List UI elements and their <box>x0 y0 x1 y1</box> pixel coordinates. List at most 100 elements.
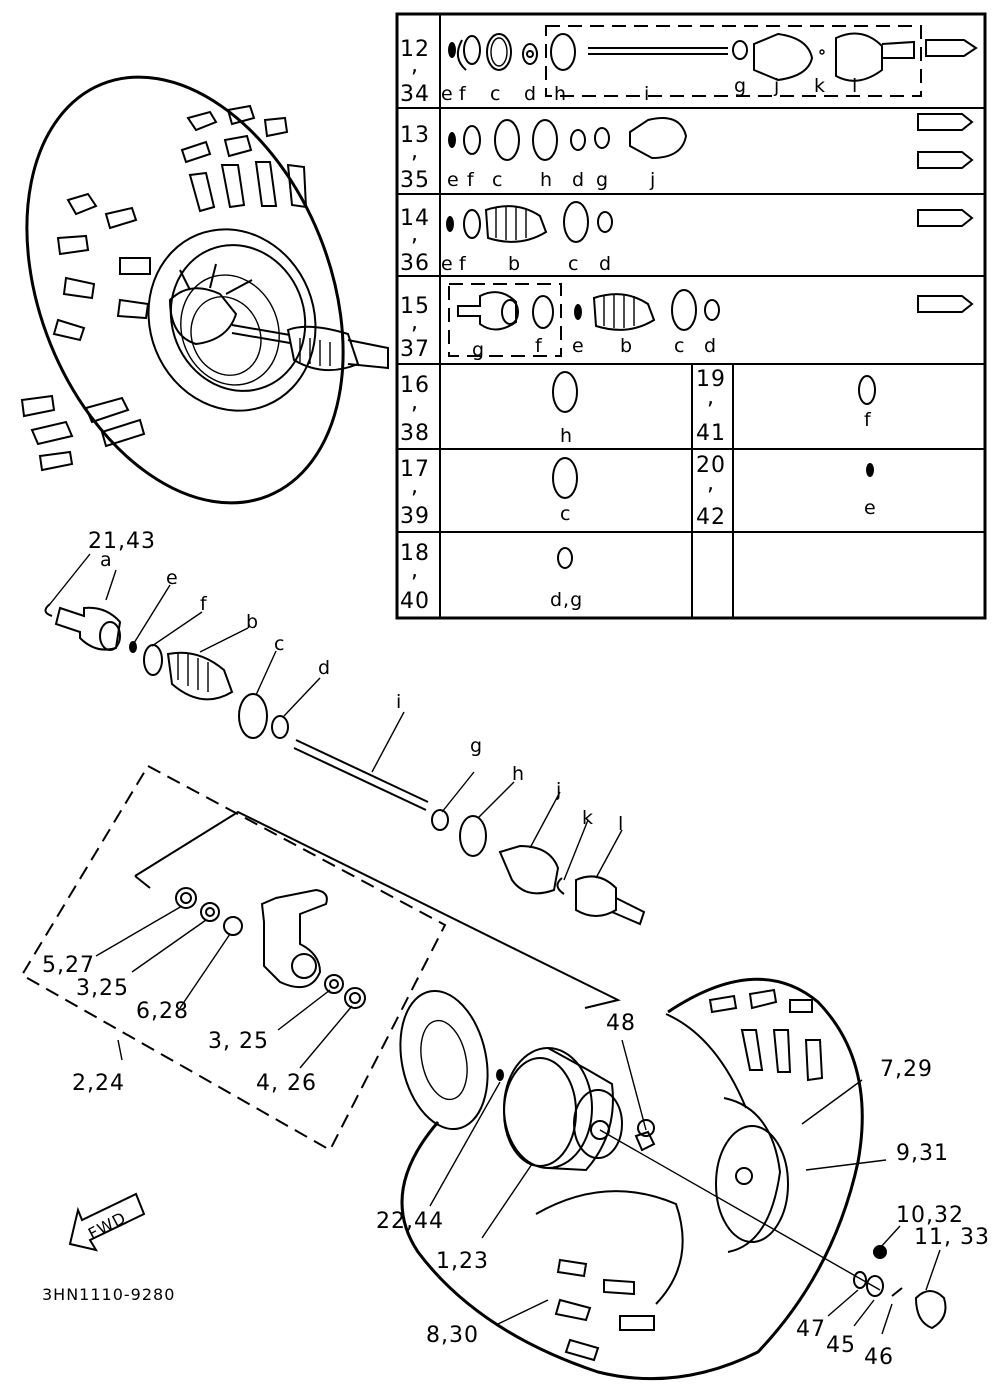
svg-text:d: d <box>704 335 717 357</box>
row-16-38-top: 16 <box>400 373 430 398</box>
row-17-39-bottom: 39 <box>400 504 430 529</box>
shaft-exploded-parts: a e f b c d i g h j k l 21,43 <box>44 529 646 926</box>
svg-text:c: c <box>674 335 685 357</box>
cell-19-41-bottom: 41 <box>696 421 726 446</box>
label-4-26: 4, 26 <box>256 1071 317 1096</box>
cell-19-41-letter: f <box>864 409 872 431</box>
label-c: c <box>274 633 285 655</box>
svg-text:g: g <box>596 169 609 191</box>
svg-text:e: e <box>572 335 585 357</box>
label-3-25-b: 3, 25 <box>208 1029 269 1054</box>
cell-16-38-letter: h <box>560 425 573 447</box>
svg-text:h: h <box>540 169 553 191</box>
bottom-wheel-assembly: 48 7,29 9,31 10,32 11, 33 22,44 1,23 47 … <box>376 977 990 1381</box>
row-16-38-bottom: 38 <box>400 421 430 446</box>
row-14-36-bottom: 36 <box>400 251 430 276</box>
label-5-27: 5,27 <box>42 953 95 978</box>
svg-text:h: h <box>554 83 567 105</box>
label-e: e <box>166 567 179 589</box>
row-13-35-top: 13 <box>400 123 430 148</box>
label-11-33: 11, 33 <box>914 1225 990 1250</box>
svg-text:,: , <box>411 390 419 415</box>
label-6-28: 6,28 <box>136 999 189 1024</box>
top-wheel-drawing <box>20 75 389 505</box>
row-12-34-bottom: 34 <box>400 82 430 107</box>
row-14-36-top: 14 <box>400 206 430 231</box>
kit-table: 12 , 34 13 , 35 14 , 36 15 , 37 16 , 38 … <box>395 12 987 620</box>
svg-text:c: c <box>492 169 503 191</box>
svg-text:,: , <box>707 385 715 410</box>
diagram-code: 3HN1110-9280 <box>42 1285 175 1304</box>
cell-18-40-letter: d,g <box>550 589 583 611</box>
svg-text:d: d <box>524 83 537 105</box>
label-b: b <box>246 611 259 633</box>
row-18-40-bottom: 40 <box>400 589 430 614</box>
svg-text:c: c <box>490 83 501 105</box>
label-47: 47 <box>796 1317 826 1342</box>
label-k: k <box>582 807 594 829</box>
cell-20-42-top: 20 <box>696 453 726 478</box>
label-10-32: 10,32 <box>896 1203 964 1228</box>
label-8-30: 8,30 <box>426 1323 479 1348</box>
label-g: g <box>470 735 483 757</box>
svg-text:,: , <box>411 310 419 335</box>
svg-text:,: , <box>411 558 419 583</box>
label-a: a <box>100 549 113 571</box>
svg-text:f: f <box>459 253 467 275</box>
cell-20-42-bottom: 42 <box>696 505 726 530</box>
svg-text:j: j <box>773 75 780 97</box>
svg-text:c: c <box>568 253 579 275</box>
label-3-25-a: 3,25 <box>76 976 129 1001</box>
row-15-37-top: 15 <box>400 294 430 319</box>
label-22-44: 22,44 <box>376 1209 444 1234</box>
label-9-31: 9,31 <box>896 1141 949 1166</box>
svg-text:j: j <box>649 169 656 191</box>
knuckle-assembly: 5,27 3,25 6,28 3, 25 4, 26 2,24 <box>20 764 621 1152</box>
svg-text:k: k <box>814 75 826 97</box>
svg-text:,: , <box>411 53 419 78</box>
svg-text:f: f <box>535 335 543 357</box>
cell-20-42-letter: e <box>864 497 877 519</box>
label-45: 45 <box>826 1333 856 1358</box>
label-j: j <box>555 779 562 801</box>
svg-text:b: b <box>620 335 633 357</box>
svg-text:g: g <box>472 339 485 361</box>
svg-text:l: l <box>852 75 858 97</box>
row-13-35-bottom: 35 <box>400 168 430 193</box>
svg-text:e: e <box>441 253 454 275</box>
svg-text:,: , <box>411 222 419 247</box>
svg-text:b: b <box>508 253 521 275</box>
svg-text:f: f <box>459 83 467 105</box>
row-17-39-top: 17 <box>400 457 430 482</box>
svg-text:,: , <box>707 471 715 496</box>
fwd-label: FWD <box>85 1208 130 1244</box>
label-46: 46 <box>864 1345 894 1370</box>
label-i: i <box>396 691 402 713</box>
svg-text:e: e <box>441 83 454 105</box>
cell-19-41-top: 19 <box>696 367 726 392</box>
label-f: f <box>200 593 208 615</box>
svg-text:g: g <box>734 75 747 97</box>
row-15-37-bottom: 37 <box>400 337 430 362</box>
label-d: d <box>318 657 331 679</box>
svg-text:,: , <box>411 474 419 499</box>
svg-text:f: f <box>467 169 475 191</box>
label-48: 48 <box>606 1011 636 1036</box>
label-2-24: 2,24 <box>72 1071 125 1096</box>
row-12-34-top: 12 <box>400 37 430 62</box>
label-7-29: 7,29 <box>880 1057 933 1082</box>
label-l: l <box>618 813 624 835</box>
svg-text:d: d <box>599 253 612 275</box>
label-1-23: 1,23 <box>436 1249 489 1274</box>
label-h: h <box>512 763 525 785</box>
row-18-40-top: 18 <box>400 541 430 566</box>
cell-17-39-letter: c <box>560 503 571 525</box>
svg-text:i: i <box>644 83 650 105</box>
label-21-43: 21,43 <box>88 529 156 554</box>
svg-text:,: , <box>411 139 419 164</box>
